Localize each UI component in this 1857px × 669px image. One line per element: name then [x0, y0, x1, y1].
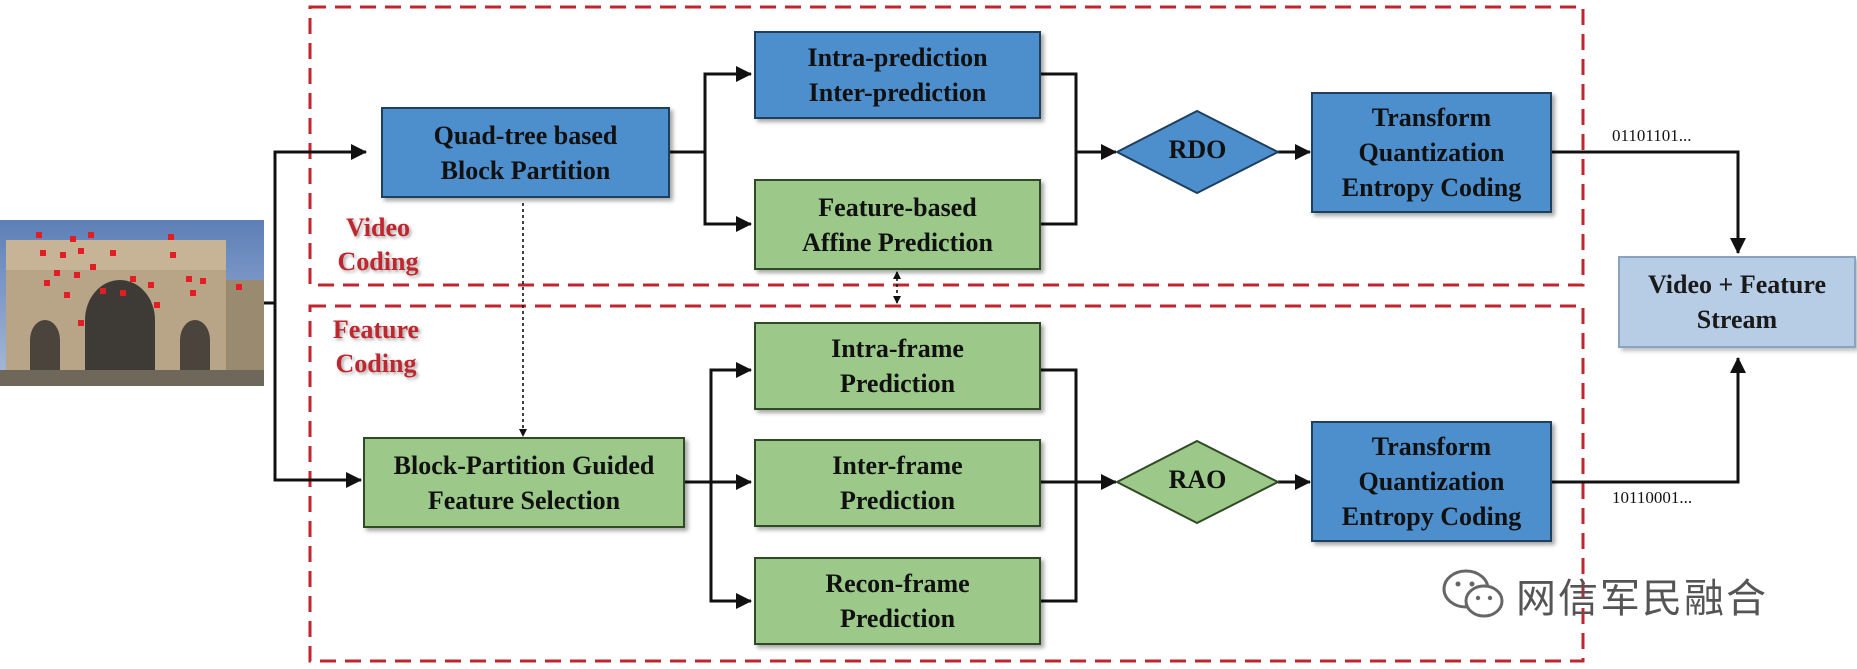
quadtree-line2: Block Partition [440, 155, 611, 185]
intra-inter-prediction-block: Intra-prediction Inter-prediction [754, 31, 1041, 119]
transform-block-bottom: Transform Quantization Entropy Coding [1311, 421, 1552, 542]
recon-frame-prediction-block: Recon-frame Prediction [754, 557, 1041, 645]
quadtree-wire-lower [703, 152, 752, 232]
intra-prediction-label: Intra-prediction [807, 43, 988, 72]
frame-predictions-to-rao-wire [1041, 368, 1078, 603]
video-coding-label-line1: Video [345, 213, 411, 242]
stream-line2: Stream [1696, 305, 1778, 334]
bottom-bitstream-label: 10110001... [1612, 488, 1693, 507]
stream-line1: Video + Feature [1647, 270, 1826, 299]
feature-coding-label: Feature Coding [322, 313, 430, 381]
video-feature-stream-block: Video + Feature Stream [1618, 256, 1856, 348]
rdo-diamond [1114, 109, 1281, 195]
input-wire-lower [273, 303, 362, 488]
quadtree-line1: Quad-tree based [433, 120, 618, 150]
video-coding-label-line2: Coding [337, 247, 419, 276]
input-image [0, 220, 264, 386]
affine-line1: Feature-based [818, 192, 977, 222]
block-partition-guided-block: Block-Partition Guided Feature Selection [363, 437, 685, 528]
rao-diamond [1114, 439, 1281, 525]
recon-frame-line1: Recon-frame [825, 569, 970, 598]
inter-prediction-label: Inter-prediction [808, 78, 987, 107]
wechat-icon [1442, 569, 1504, 618]
input-wire [264, 144, 367, 305]
inter-frame-line1: Inter-frame [832, 451, 963, 480]
bottom-bitstream-wire [1552, 357, 1746, 484]
video-coding-label: Video Coding [330, 211, 426, 279]
block-guided-line1: Block-Partition Guided [393, 450, 655, 480]
transform-bottom-line1: Transform [1371, 432, 1492, 461]
quadtree-partition-block: Quad-tree based Block Partition [381, 107, 670, 198]
intra-frame-line1: Intra-frame [831, 334, 964, 363]
feature-selection-wire [685, 362, 752, 484]
intra-inter-to-rdo-wire [1041, 72, 1078, 226]
top-bitstream-label: 01101101... [1612, 126, 1692, 145]
transform-top-line1: Transform [1371, 103, 1492, 132]
transform-bottom-line3: Entropy Coding [1341, 502, 1522, 531]
affine-prediction-block: Feature-based Affine Prediction [754, 179, 1041, 270]
feature-coding-label-line1: Feature [332, 315, 420, 344]
feature-points [36, 232, 242, 326]
transform-block-top: Transform Quantization Entropy Coding [1311, 92, 1552, 213]
transform-top-line3: Entropy Coding [1341, 173, 1522, 202]
block-guided-line2: Feature Selection [427, 485, 621, 515]
rao-label: RAO [1168, 465, 1227, 494]
intra-frame-line2: Prediction [839, 369, 956, 398]
quadtree-wire [670, 66, 752, 154]
video-coding-region [308, 5, 1585, 287]
recon-frame-line2: Prediction [839, 604, 956, 633]
affine-line2: Affine Prediction [802, 227, 993, 257]
top-bitstream-wire [1552, 150, 1746, 254]
feature-selection-wire-low [709, 482, 752, 609]
watermark-text: 网信军民融合 [1516, 576, 1768, 622]
watermark: 网信军民融合 [1440, 566, 1768, 624]
rdo-label: RDO [1168, 135, 1227, 164]
transform-top-line2: Quantization [1358, 138, 1505, 167]
feature-coding-label-line2: Coding [335, 349, 417, 378]
inter-frame-line2: Prediction [839, 486, 956, 515]
transform-bottom-line2: Quantization [1358, 467, 1505, 496]
intra-frame-prediction-block: Intra-frame Prediction [754, 322, 1041, 410]
inter-frame-prediction-block: Inter-frame Prediction [754, 439, 1041, 527]
